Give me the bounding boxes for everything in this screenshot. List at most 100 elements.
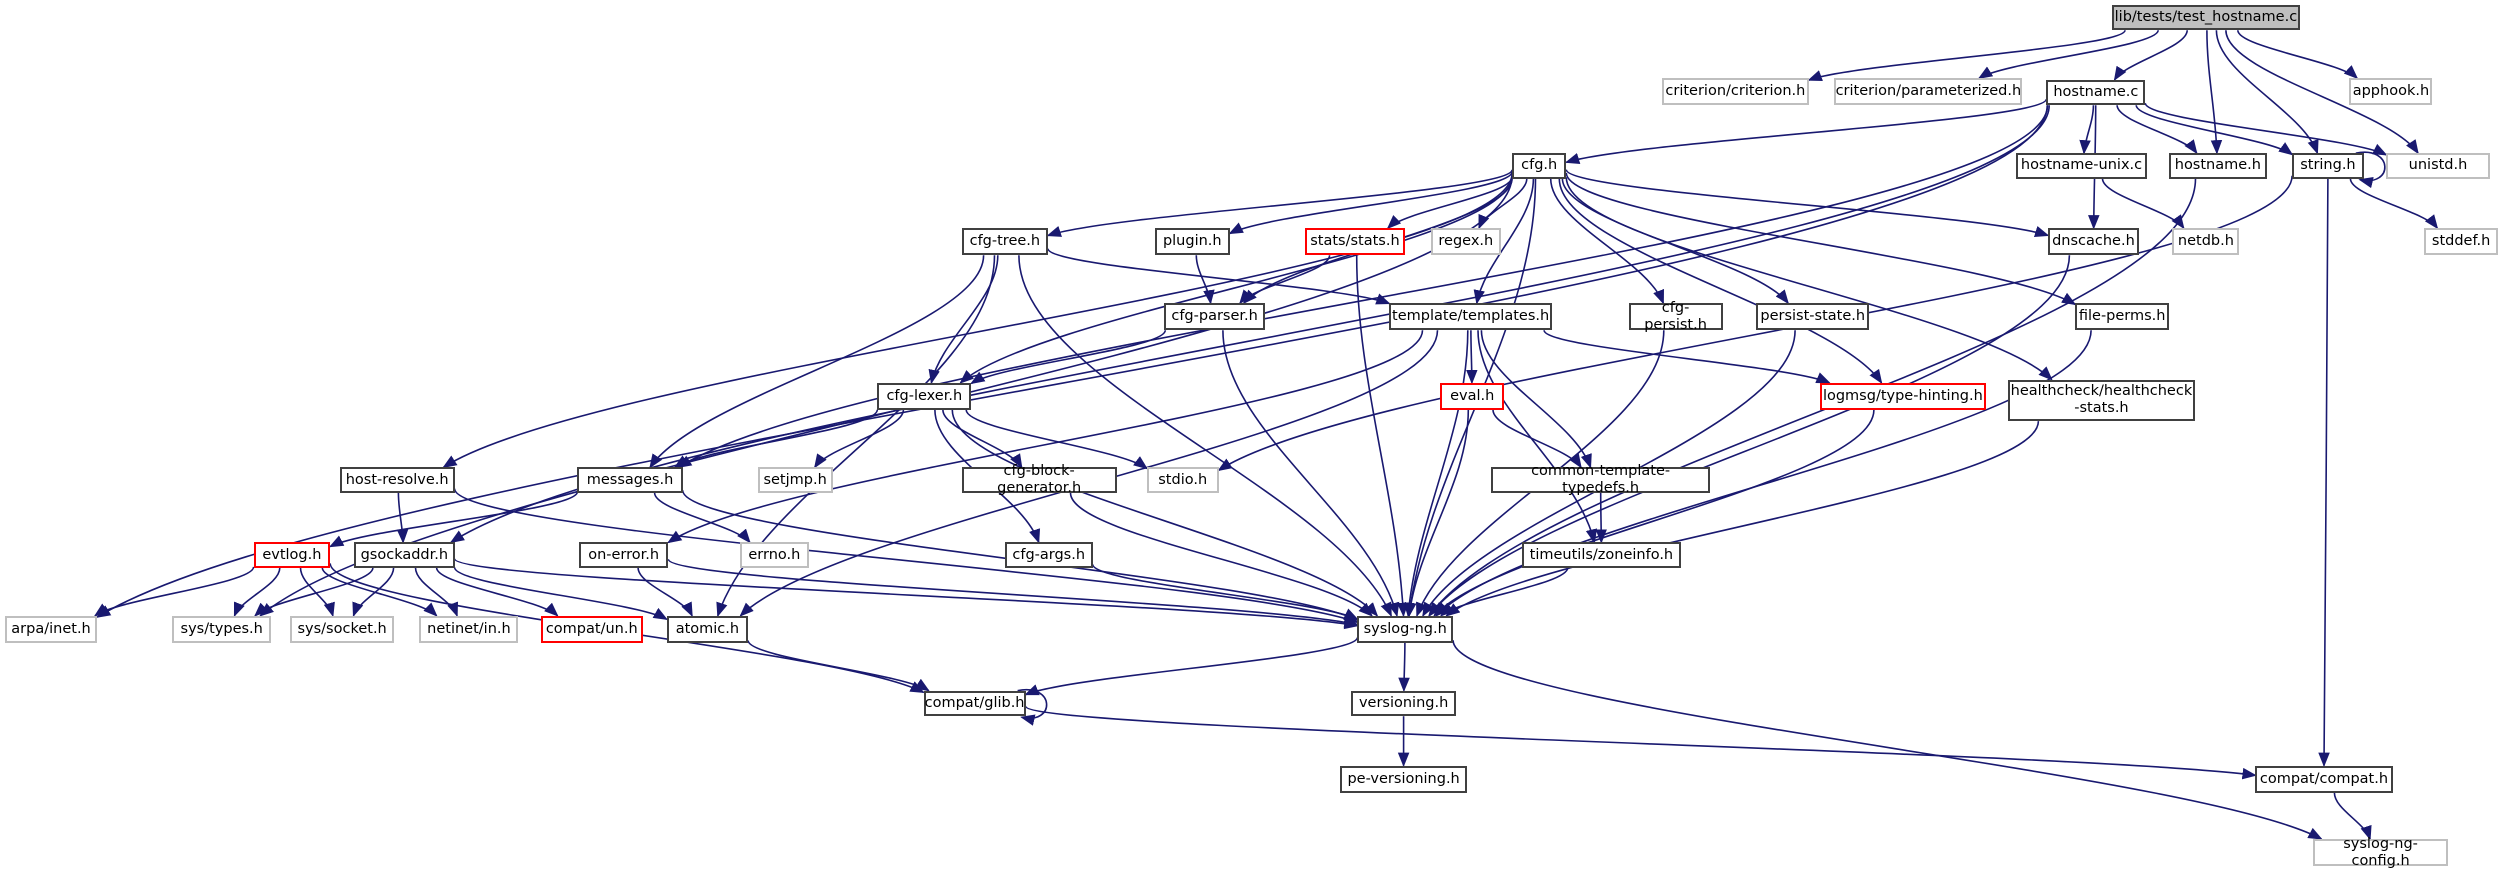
node-label: host-resolve.h bbox=[345, 471, 449, 488]
node-regex[interactable]: regex.h bbox=[1430, 228, 1501, 256]
node-netdb[interactable]: netdb.h bbox=[2172, 228, 2240, 256]
node-sys-types[interactable]: sys/types.h bbox=[172, 615, 272, 643]
edge-gsockaddr-to-netinet-in bbox=[414, 567, 458, 618]
edge-syslog-ng-to-compat-glib bbox=[1024, 637, 1359, 696]
edge-plugin-to-cfg-parser bbox=[1195, 255, 1215, 305]
edge-evtlog-to-sys-types bbox=[233, 567, 281, 618]
edge-cfg-tree-to-templates bbox=[1047, 248, 1391, 305]
node-hostname-c[interactable]: hostname.c bbox=[2046, 79, 2146, 106]
edge-zoneinfo-to-syslog-ng bbox=[1440, 567, 1569, 617]
edge-hostname-c-to-arpa-inet bbox=[96, 105, 2048, 618]
node-cfg-args[interactable]: cfg-args.h bbox=[1004, 542, 1093, 568]
edge-hostname-c-to-cfg bbox=[1564, 98, 2048, 165]
node-versioning[interactable]: versioning.h bbox=[1350, 690, 1457, 717]
node-dnscache[interactable]: dnscache.h bbox=[2048, 228, 2139, 256]
node-zoneinfo[interactable]: timeutils/zoneinfo.h bbox=[1521, 542, 1682, 568]
node-setjmp[interactable]: setjmp.h bbox=[757, 467, 833, 493]
edge-templates-to-eval bbox=[1466, 330, 1478, 385]
edge-cfg-lexer-to-stdio bbox=[965, 409, 1148, 470]
node-cfg[interactable]: cfg.h bbox=[1512, 153, 1567, 179]
node-label: unistd.h bbox=[2408, 157, 2468, 174]
node-stdio[interactable]: stdio.h bbox=[1146, 467, 1219, 493]
node-label: hostname.h bbox=[2174, 157, 2261, 174]
node-plugin[interactable]: plugin.h bbox=[1154, 228, 1230, 256]
node-compat-compat[interactable]: compat/compat.h bbox=[2255, 765, 2393, 793]
node-cfg-parser[interactable]: cfg-parser.h bbox=[1164, 303, 1265, 331]
node-common-tt[interactable]: common-template-typedefs.h bbox=[1491, 463, 1710, 496]
edge-templates-to-on-error bbox=[667, 330, 1424, 544]
edge-root-to-parameterized bbox=[1977, 29, 2159, 79]
node-templates[interactable]: template/templates.h bbox=[1389, 303, 1552, 331]
node-cfg-block-gen[interactable]: cfg-block-generator.h bbox=[961, 463, 1117, 496]
edge-cfg-lexer-to-messages bbox=[673, 409, 879, 469]
edge-cfg-args-to-syslog-ng bbox=[1091, 563, 1359, 621]
node-file-perms[interactable]: file-perms.h bbox=[2075, 303, 2170, 331]
edge-cfg-to-dnscache bbox=[1565, 169, 2050, 237]
node-label: regex.h bbox=[1438, 233, 1494, 250]
edge-stats-to-cfg-parser bbox=[1239, 254, 1331, 305]
edge-cfg-tree-to-cfg-lexer bbox=[928, 255, 999, 385]
node-errno[interactable]: errno.h bbox=[740, 542, 809, 568]
node-label: lib/tests/test_hostname.c bbox=[2114, 9, 2298, 26]
node-syslog-ng-config[interactable]: syslog-ng-config.h bbox=[2312, 836, 2449, 869]
node-cfg-lexer[interactable]: cfg-lexer.h bbox=[877, 382, 972, 410]
node-label: compat/glib.h bbox=[924, 694, 1025, 711]
edge-messages-to-errno bbox=[653, 492, 751, 544]
edge-host-resolve-to-syslog-ng bbox=[453, 488, 1359, 624]
edge-eval-to-syslog-ng bbox=[1404, 409, 1470, 618]
node-label: stats/stats.h bbox=[1310, 233, 1400, 250]
node-label: cfg-parser.h bbox=[1171, 308, 1258, 325]
edge-cfg-lexer-to-setjmp bbox=[814, 409, 905, 469]
node-host-resolve[interactable]: host-resolve.h bbox=[339, 467, 455, 493]
edge-string-to-string bbox=[2355, 151, 2386, 189]
node-apphook[interactable]: apphook.h bbox=[2349, 78, 2433, 106]
node-stddef[interactable]: stddef.h bbox=[2424, 228, 2498, 256]
node-hostname-h[interactable]: hostname.h bbox=[2169, 153, 2267, 179]
node-on-error[interactable]: on-error.h bbox=[578, 542, 669, 568]
node-criterion[interactable]: criterion/criterion.h bbox=[1662, 78, 1809, 106]
node-eval[interactable]: eval.h bbox=[1440, 382, 1505, 410]
edge-root-to-unistd bbox=[2225, 30, 2419, 155]
edge-cfg-block-gen-to-syslog-ng bbox=[1069, 492, 1373, 617]
node-netinet-in[interactable]: netinet/in.h bbox=[419, 615, 519, 643]
edge-root-to-string bbox=[2215, 30, 2319, 155]
edge-compat-glib-to-compat-glib bbox=[1017, 688, 1048, 726]
node-healthcheck[interactable]: healthcheck/healthcheck -stats.h bbox=[2008, 379, 2195, 422]
node-stats[interactable]: stats/stats.h bbox=[1304, 228, 1406, 256]
node-compat-un[interactable]: compat/un.h bbox=[540, 615, 643, 643]
node-label: setjmp.h bbox=[763, 471, 827, 488]
node-syslog-ng[interactable]: syslog-ng.h bbox=[1357, 615, 1454, 643]
node-label: hostname-unix.c bbox=[2020, 157, 2143, 174]
node-persist-state[interactable]: persist-state.h bbox=[1756, 303, 1870, 331]
edge-hostname-c-to-messages bbox=[677, 105, 2049, 469]
node-unistd[interactable]: unistd.h bbox=[2386, 153, 2490, 179]
edge-gsockaddr-to-sys-types bbox=[254, 567, 374, 617]
node-label: messages.h bbox=[586, 471, 674, 488]
node-atomic[interactable]: atomic.h bbox=[666, 615, 749, 643]
node-sys-socket[interactable]: sys/socket.h bbox=[290, 615, 394, 643]
node-pe-versioning[interactable]: pe-versioning.h bbox=[1339, 765, 1468, 793]
node-gsockaddr[interactable]: gsockaddr.h bbox=[354, 542, 455, 568]
edge-gsockaddr-to-syslog-ng bbox=[453, 558, 1359, 630]
node-arpa-inet[interactable]: arpa/inet.h bbox=[4, 615, 98, 643]
edge-root-to-criterion bbox=[1807, 29, 2126, 82]
node-label: apphook.h bbox=[2352, 83, 2430, 100]
node-evtlog[interactable]: evtlog.h bbox=[253, 542, 331, 568]
node-compat-glib[interactable]: compat/glib.h bbox=[923, 690, 1026, 717]
edge-templates-to-type-hinting bbox=[1543, 329, 1831, 384]
node-label: netdb.h bbox=[2177, 233, 2234, 250]
node-type-hinting[interactable]: logmsg/type-hinting.h bbox=[1819, 382, 1986, 410]
node-cfg-persist[interactable]: cfg-persist.h bbox=[1628, 300, 1723, 333]
node-hostname-unix[interactable]: hostname-unix.c bbox=[2016, 153, 2147, 179]
node-parameterized[interactable]: criterion/parameterized.h bbox=[1834, 78, 2023, 106]
edge-cfg-lexer-to-syslog-ng bbox=[951, 409, 1379, 617]
node-string[interactable]: string.h bbox=[2292, 153, 2364, 179]
edge-evtlog-to-sys-socket bbox=[299, 567, 335, 618]
node-label: eval.h bbox=[1450, 387, 1495, 404]
node-label: string.h bbox=[2300, 157, 2356, 174]
node-messages[interactable]: messages.h bbox=[577, 467, 683, 493]
edge-cfg-to-healthcheck bbox=[1565, 177, 2053, 381]
node-label: gsockaddr.h bbox=[360, 546, 449, 563]
node-cfg-tree[interactable]: cfg-tree.h bbox=[961, 228, 1048, 256]
